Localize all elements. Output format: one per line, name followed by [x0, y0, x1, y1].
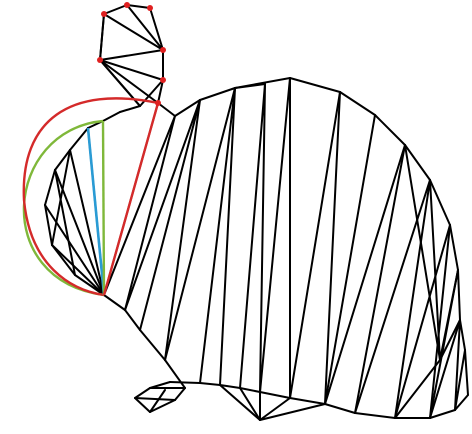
outline-edge [450, 225, 458, 270]
outline-edge [103, 112, 120, 121]
triangulation-edge [100, 50, 163, 60]
triangulation-edge [125, 100, 200, 310]
triangulation-edge [100, 14, 104, 60]
mesh-edges [45, 5, 468, 420]
triangulation-edge [125, 116, 175, 310]
outline-edge [135, 398, 150, 412]
outline-edge [165, 360, 185, 388]
outline-edge [175, 388, 185, 400]
green-edge [103, 121, 104, 295]
ear-vertex-dot [124, 2, 130, 8]
outline-edge [170, 382, 200, 383]
outline-edge [260, 392, 290, 398]
ear-vertex-dot [160, 47, 166, 53]
outline-edge [355, 413, 395, 418]
triangulation-edge [395, 180, 430, 418]
triangulation-edge [200, 88, 235, 383]
outline-edge [125, 310, 140, 330]
ear-vertex-dot [155, 100, 161, 106]
outline-edge [158, 103, 175, 116]
outline-edge [70, 128, 88, 150]
ear-vertex-dot [160, 77, 166, 83]
outline-edge [140, 330, 165, 360]
outline-edge [340, 92, 375, 115]
ear-vertex-dot [97, 57, 103, 63]
outline-edge [465, 350, 468, 395]
triangulation-edge [135, 398, 175, 400]
ear-vertex-dot [147, 5, 153, 11]
outline-edge [325, 404, 355, 413]
red-edge [104, 103, 158, 295]
outline-edge [135, 388, 150, 398]
triangulation-edge [440, 270, 458, 360]
outline-edge [127, 5, 150, 8]
outline-edge [104, 5, 127, 14]
outline-edge [200, 88, 235, 100]
triangulation-edge [325, 145, 405, 404]
triangulation-edge [55, 170, 75, 275]
outline-edge [290, 398, 325, 404]
triangulation-edge [165, 100, 200, 360]
outline-edge [290, 78, 340, 92]
outline-edge [458, 270, 460, 320]
outline-edge [430, 410, 455, 418]
ear-vertex-dot [101, 11, 107, 17]
triangulation-edge [220, 88, 235, 385]
outline-edge [120, 106, 140, 112]
triangulation-edge [127, 5, 163, 50]
green-arc [24, 121, 104, 295]
outline-edge [375, 115, 405, 145]
blue-edge [88, 128, 104, 295]
outline-edge [200, 383, 220, 385]
triangulation-edge [165, 88, 235, 360]
outline-edge [45, 170, 55, 205]
outline-edge [104, 295, 125, 310]
